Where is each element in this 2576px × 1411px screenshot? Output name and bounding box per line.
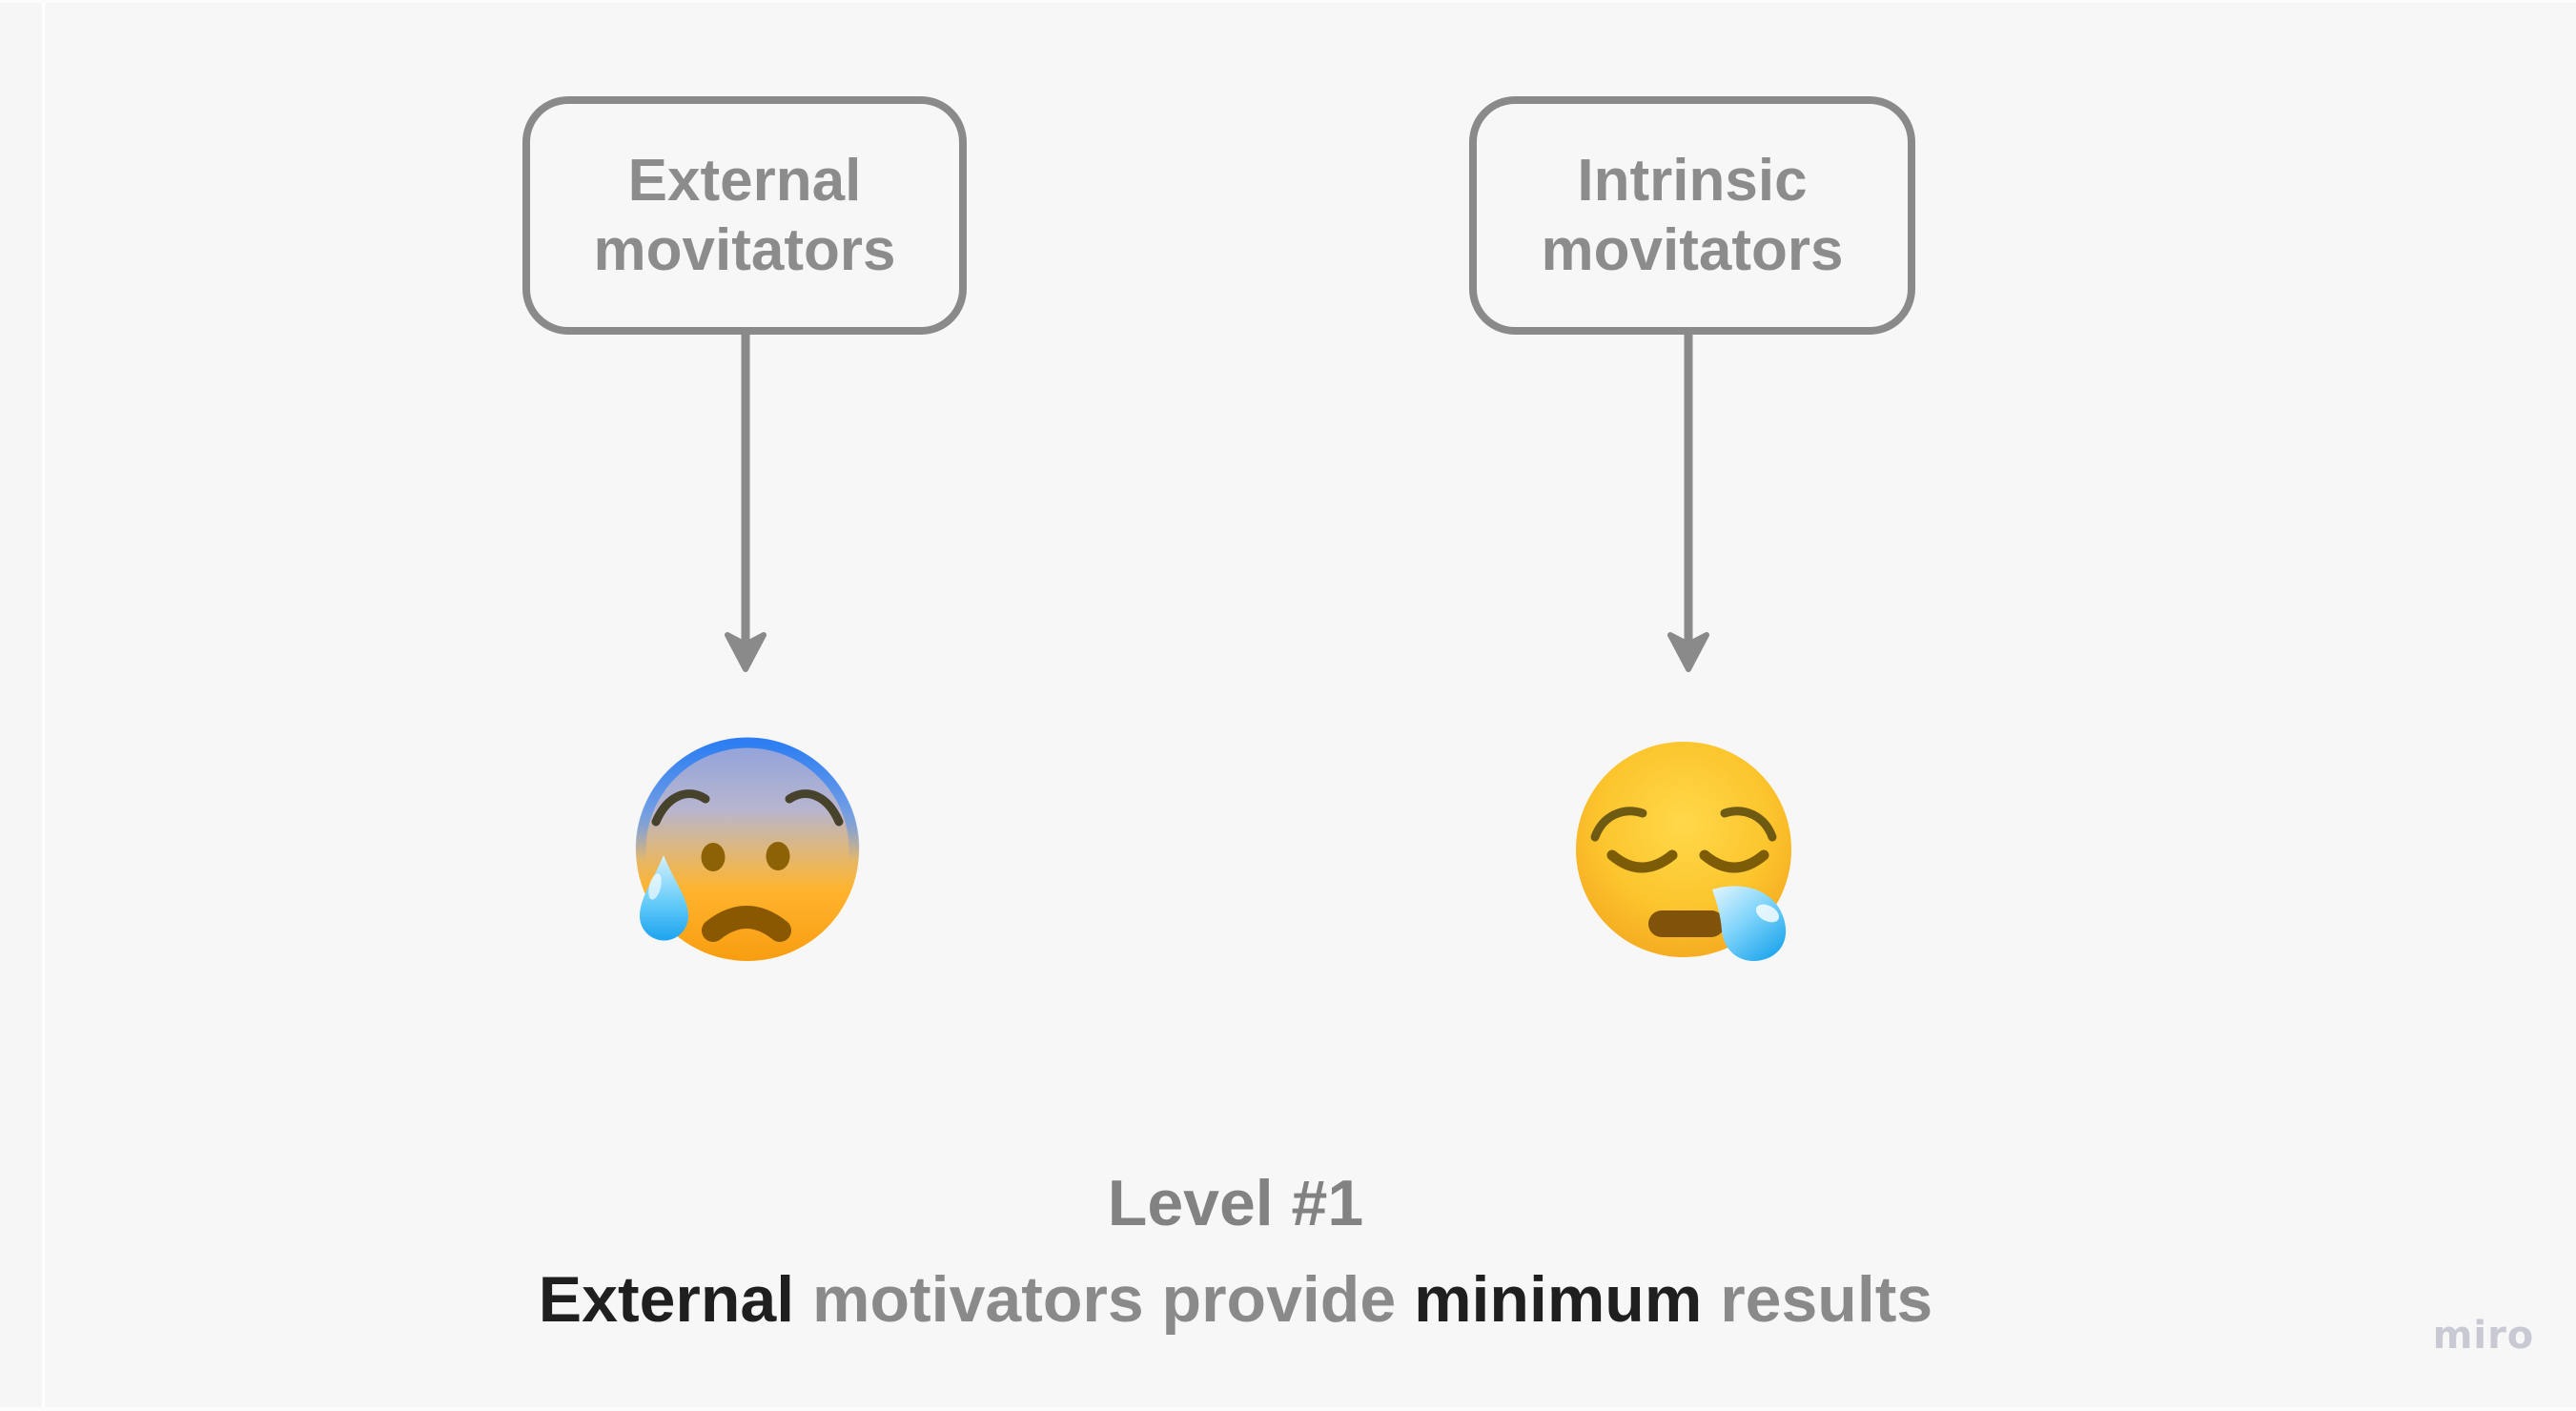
sleepy-face-emoji[interactable] xyxy=(1573,734,1802,963)
bottom-edge-strip xyxy=(0,1407,2576,1411)
shape-intrinsic-motivators[interactable]: Intrinsic movitators xyxy=(1469,96,1915,335)
caption-text[interactable]: Level #1 External motivators provide min… xyxy=(0,1155,2471,1348)
caption-segment: results xyxy=(1720,1263,1933,1336)
caption-segment: minimum xyxy=(1414,1263,1721,1336)
left-gutter-divider xyxy=(42,0,45,1411)
shape-label: Intrinsic xyxy=(1577,148,1808,214)
miro-watermark: miro xyxy=(2432,1314,2535,1358)
caption-level-line: Level #1 xyxy=(1107,1167,1364,1239)
shape-label: movitators xyxy=(1541,217,1844,283)
left-gutter xyxy=(0,0,42,1411)
caption-segment: motivators provide xyxy=(812,1263,1415,1336)
caption-segment: External xyxy=(538,1263,813,1336)
shape-label: External xyxy=(627,148,862,214)
shape-external-motivators[interactable]: External movitators xyxy=(522,96,967,335)
connector-arrow-intrinsic[interactable] xyxy=(1660,329,1717,677)
top-edge-strip xyxy=(0,0,2576,3)
anxious-face-with-sweat-emoji[interactable] xyxy=(629,734,868,968)
shape-label: movitators xyxy=(593,217,896,283)
connector-arrow-external[interactable] xyxy=(717,329,774,677)
caption-summary-line: External motivators provide minimum resu… xyxy=(0,1252,2471,1348)
